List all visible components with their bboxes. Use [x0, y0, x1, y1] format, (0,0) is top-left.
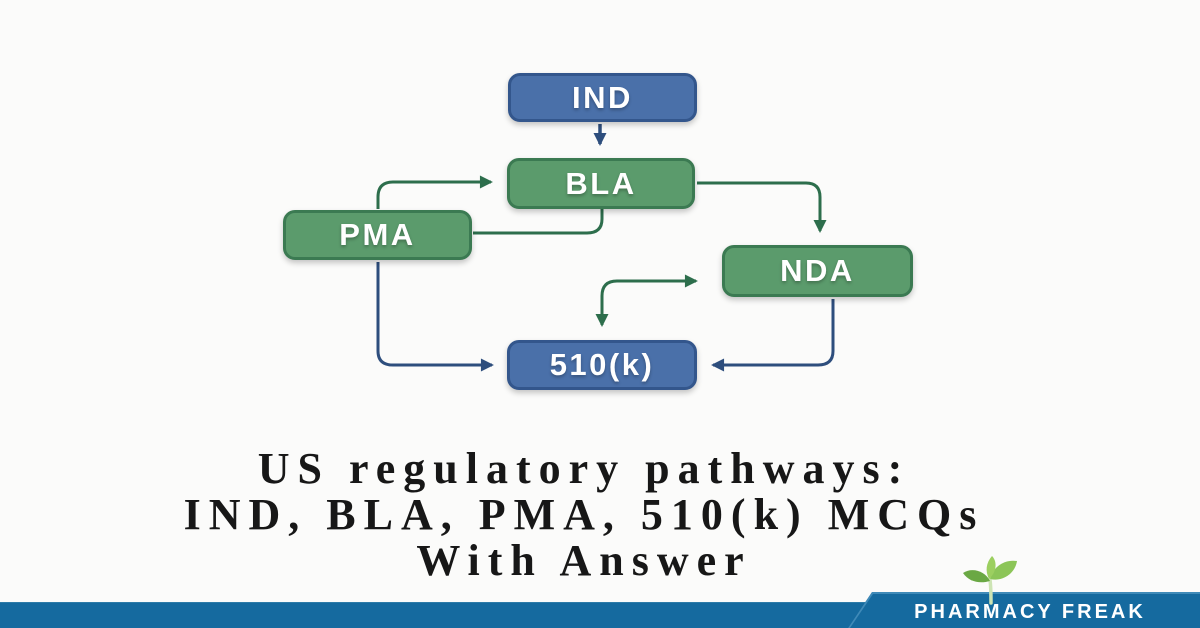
brand-name: PHARMACY FREAK [914, 601, 1146, 623]
node-ind: IND [508, 73, 697, 122]
node-510k: 510(k) [507, 340, 697, 390]
node-bla: BLA [507, 158, 695, 209]
node-nda-label: NDA [780, 253, 855, 288]
edge-pma-510k [376, 262, 494, 372]
node-510k-label: 510(k) [549, 347, 655, 382]
edge-bla-nda [697, 181, 827, 233]
node-pma-label: PMA [339, 217, 416, 252]
page-title: US regulatory pathways: IND, BLA, PMA, 5… [0, 446, 1168, 584]
node-nda: NDA [722, 245, 913, 297]
sprout-icon [963, 556, 1017, 605]
node-ind-label: IND [572, 79, 633, 115]
node-bla-label: BLA [565, 165, 637, 201]
edge-nda-510k [711, 299, 835, 372]
page-title-line1: US regulatory pathways: [257, 444, 911, 493]
edge-510k-nda [595, 274, 698, 327]
page-title-line3: With Answer [416, 536, 752, 585]
brand-ribbon [848, 592, 1200, 628]
edge-bla-pma [473, 209, 604, 235]
edge-pma-bla [376, 175, 493, 209]
page-title-line2: IND, BLA, PMA, 510(k) MCQs [183, 490, 985, 539]
node-pma: PMA [283, 210, 472, 260]
